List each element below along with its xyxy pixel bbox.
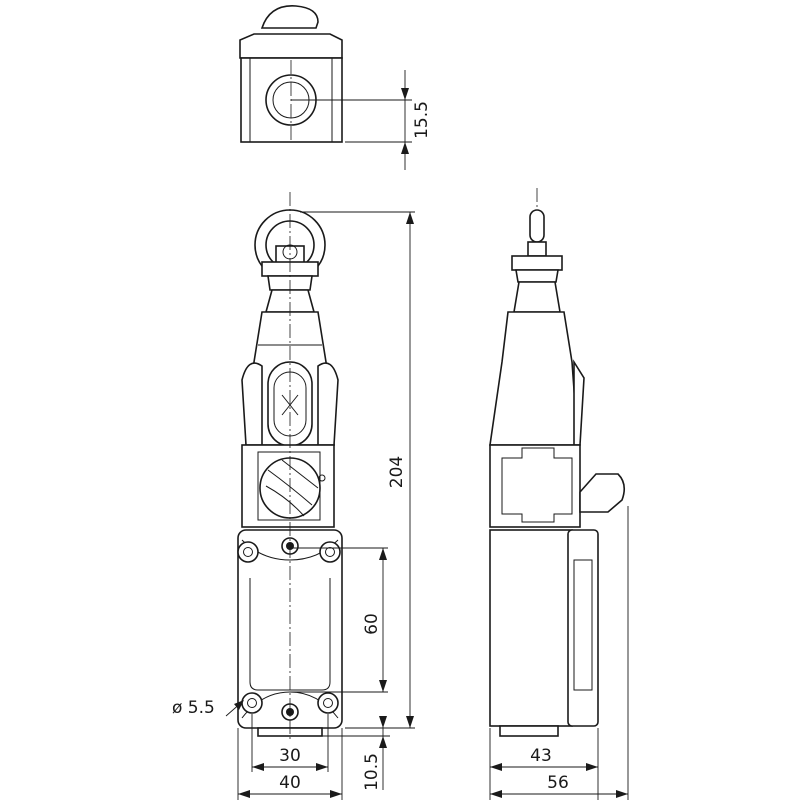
dim-label-top-offset: 15.5 bbox=[412, 101, 432, 139]
front-view bbox=[237, 192, 343, 740]
dim-label-mount-width: 30 bbox=[279, 746, 301, 766]
side-view bbox=[489, 188, 626, 737]
dim-label-body-width: 40 bbox=[279, 773, 301, 793]
dimension-lines bbox=[225, 70, 629, 800]
dim-label-total-height: 204 bbox=[387, 456, 407, 488]
dim-label-bottom-offset: 10.5 bbox=[362, 753, 382, 791]
dim-label-depth-inner: 43 bbox=[530, 746, 552, 766]
dim-label-mount-spacing: 60 bbox=[362, 613, 382, 635]
top-view bbox=[239, 5, 343, 143]
dim-label-hole-diameter: ø 5.5 bbox=[172, 698, 215, 718]
dim-label-depth-total: 56 bbox=[547, 773, 569, 793]
